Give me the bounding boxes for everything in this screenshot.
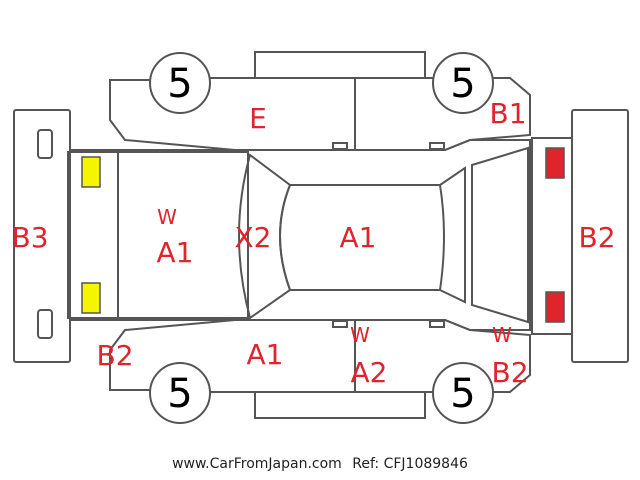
front-bumper-tab-top [37, 129, 53, 159]
bottom-side-panel [109, 319, 531, 393]
tire-front-left: 5 [149, 52, 211, 114]
front-light-bottom [81, 282, 101, 314]
rear-light-top [545, 147, 565, 179]
tire-front-left-condition: 5 [167, 61, 192, 107]
footer-ref: Ref: CFJ1089846 [352, 456, 468, 472]
bottom-handle-2 [429, 320, 445, 328]
label-b2-rear-left: B2 [96, 339, 133, 372]
tire-rear-right: 5 [432, 362, 494, 424]
tire-rear-left-condition: 5 [167, 371, 192, 417]
top-handle-2 [429, 142, 445, 150]
top-sill [254, 51, 426, 79]
label-side-a1: A1 [247, 338, 284, 371]
tire-rear-left: 5 [149, 362, 211, 424]
hood [118, 151, 249, 319]
label-b3: B3 [11, 221, 48, 254]
label-rear-right-b2: B2 [491, 356, 528, 389]
front-light-panel [67, 151, 119, 319]
rear-window [439, 166, 466, 304]
label-door-a2: A2 [351, 356, 388, 389]
top-side-panel [109, 77, 531, 151]
bottom-sill [254, 391, 426, 419]
label-hood-w: W [157, 205, 177, 229]
label-hood-a1: A1 [157, 236, 194, 269]
label-door-w: W [350, 323, 370, 347]
tire-rear-right-condition: 5 [450, 371, 475, 417]
front-light-top [81, 156, 101, 188]
front-bumper-tab-bottom [37, 309, 53, 339]
label-roof-a1: A1 [340, 221, 377, 254]
tire-front-right-condition: 5 [450, 61, 475, 107]
tire-front-right: 5 [432, 52, 494, 114]
body-outline [69, 139, 531, 331]
footer: www.CarFromJapan.com Ref: CFJ1089846 [0, 456, 640, 472]
label-windshield-x2: X2 [235, 221, 272, 254]
rear-light-bottom [545, 291, 565, 323]
label-b2-rear-bumper: B2 [578, 221, 615, 254]
label-rear-right-w: W [492, 323, 512, 347]
rear-window-inner [471, 146, 529, 324]
top-handle-1 [332, 142, 348, 150]
label-b1: B1 [489, 97, 526, 130]
label-roof-e: E [249, 102, 267, 135]
bottom-handle-1 [332, 320, 348, 328]
footer-site: www.CarFromJapan.com [172, 456, 342, 472]
